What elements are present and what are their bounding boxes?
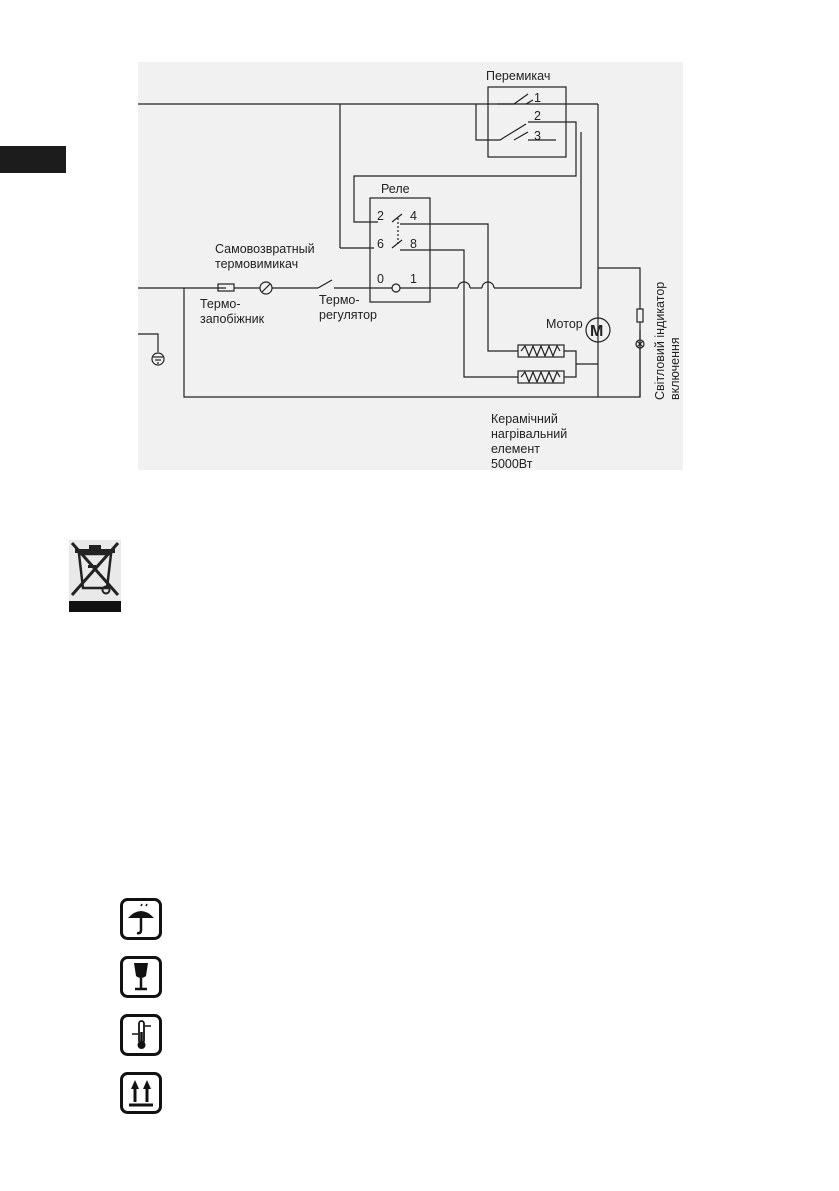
switch-pos-1: 1 [534, 91, 541, 105]
relay-contact-0: 0 [377, 272, 384, 286]
relay-contact-6: 6 [377, 237, 384, 251]
indicator-label-2: включення [668, 337, 682, 400]
heater-label-4: 5000Вт [491, 457, 533, 470]
wire-e [138, 333, 159, 352]
wire-switch-2 [353, 121, 577, 223]
this-way-up-icon [120, 1072, 162, 1114]
wire-relay-4 [400, 223, 518, 352]
heater-label-2: нагрівальний [491, 427, 567, 441]
relay-contact-4: 4 [410, 209, 417, 223]
keep-dry-icon [120, 898, 162, 940]
thermal-cutout-label-1: Самовозвратный [215, 242, 315, 256]
relay-contact-1: 1 [410, 272, 417, 286]
wire-switch-3 [494, 132, 582, 289]
switch-pos-2: 2 [534, 109, 541, 123]
earth-symbol [151, 352, 165, 366]
thermostat [317, 279, 333, 289]
relay-contact-2: 2 [377, 209, 384, 223]
motor-label: Мотор [546, 317, 583, 331]
indicator-label-1: Світловий індикатор [653, 282, 667, 400]
fragile-icon [120, 956, 162, 998]
indicator-resistor [636, 308, 644, 323]
relay-contact-8: 8 [410, 237, 417, 251]
temperature-limit-icon [120, 1014, 162, 1056]
crossed-out-wheelie-bin-icon [69, 540, 121, 612]
wire-relay-8 [400, 249, 518, 378]
relay-label: Реле [381, 182, 410, 196]
wire-n-return [183, 288, 641, 398]
thermal-fuse-label-1: Термо- [200, 297, 241, 311]
motor-symbol: M [590, 323, 603, 340]
thermal-cutout-label-2: термовимикач [215, 257, 298, 271]
thermostat-label-2: регулятор [319, 308, 377, 322]
section-tab-marker [0, 146, 66, 173]
switch-pos-3: 3 [534, 129, 541, 143]
switch-label: Перемикач [486, 69, 550, 83]
wiring-diagram: L N E Перемикач 1 2 3 Реле 2 4 6 8 0 1 С… [138, 62, 683, 470]
motor [585, 317, 611, 343]
heater-label-3: елемент [491, 442, 540, 456]
heater-label-1: Керамічний [491, 412, 558, 426]
thermostat-label-1: Термо- [319, 293, 360, 307]
thermal-fuse-label-2: запобіжник [200, 312, 265, 326]
relay-coil [391, 283, 401, 293]
